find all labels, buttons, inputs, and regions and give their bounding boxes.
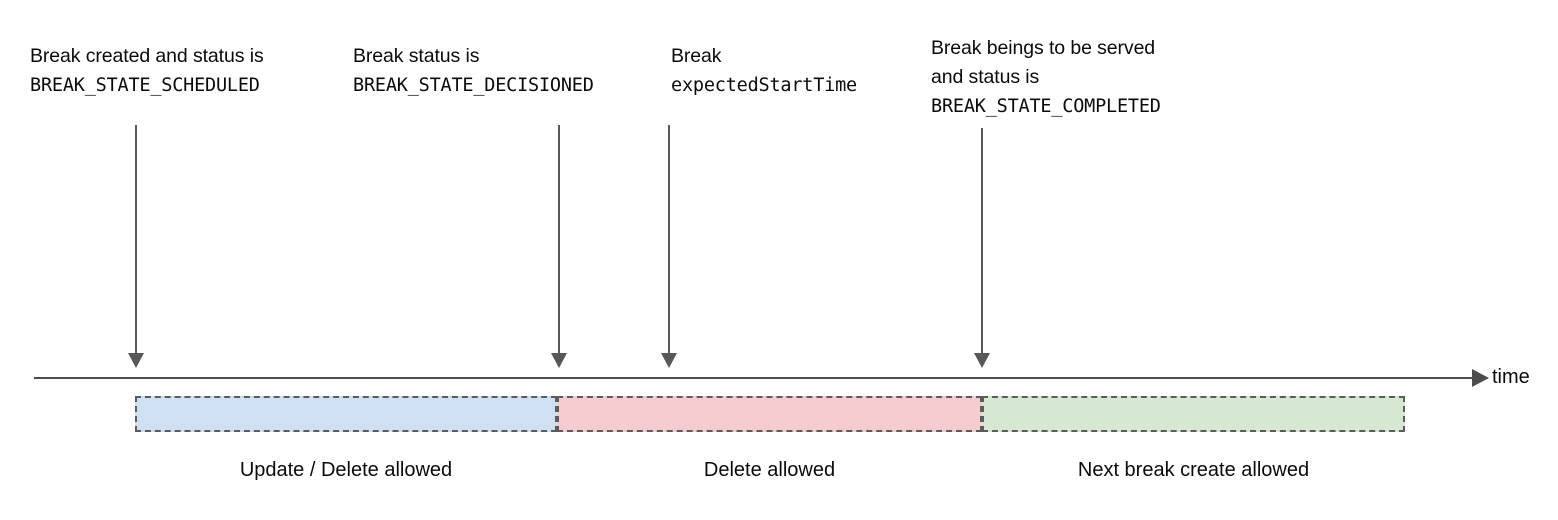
event-label-break-created: Break created and status is BREAK_STATE_… [30, 42, 264, 100]
time-axis-label: time [1492, 366, 1530, 388]
event-label-line-1: Break created and status is [30, 45, 264, 67]
event-label-state-name: BREAK_STATE_DECISIONED [353, 75, 594, 96]
drop-arrow-shaft [135, 125, 137, 353]
event-label-state-name: BREAK_STATE_COMPLETED [931, 96, 1161, 117]
time-axis-line [34, 377, 1480, 379]
event-label-line-2: and status is [931, 66, 1040, 88]
phase-caption-update-delete-allowed: Update / Delete allowed [239, 459, 453, 481]
drop-arrow-shaft [668, 125, 670, 353]
phase-bar-delete-allowed [557, 396, 982, 432]
drop-arrow-break-completed [973, 128, 991, 368]
drop-arrow-break-decisioned [550, 125, 568, 368]
drop-arrow-head-icon [551, 353, 567, 368]
drop-arrow-break-created [127, 125, 145, 368]
drop-arrow-break-expected-start [660, 125, 678, 368]
time-axis-arrow-icon [1472, 369, 1489, 387]
event-label-line-1: Break status is [353, 45, 480, 67]
event-label-break-completed: Break beings to be served and status is … [931, 34, 1161, 121]
drop-arrow-head-icon [661, 353, 677, 368]
event-label-state-name: BREAK_STATE_SCHEDULED [30, 75, 260, 96]
event-label-break-expected-start: Break expectedStartTime [671, 42, 857, 100]
event-label-break-decisioned: Break status is BREAK_STATE_DECISIONED [353, 42, 594, 100]
drop-arrow-head-icon [128, 353, 144, 368]
drop-arrow-shaft [981, 128, 983, 353]
event-label-line-1: Break [671, 45, 722, 67]
phase-caption-next-break-create-allowed: Next break create allowed [1077, 459, 1310, 481]
event-label-line-1: Break beings to be served [931, 37, 1156, 59]
phase-caption-delete-allowed: Delete allowed [703, 459, 836, 481]
drop-arrow-head-icon [974, 353, 990, 368]
phase-bar-next-break-create-allowed [982, 396, 1405, 432]
drop-arrow-shaft [558, 125, 560, 353]
phase-bar-update-delete-allowed [135, 396, 557, 432]
event-label-field-name: expectedStartTime [671, 75, 857, 96]
